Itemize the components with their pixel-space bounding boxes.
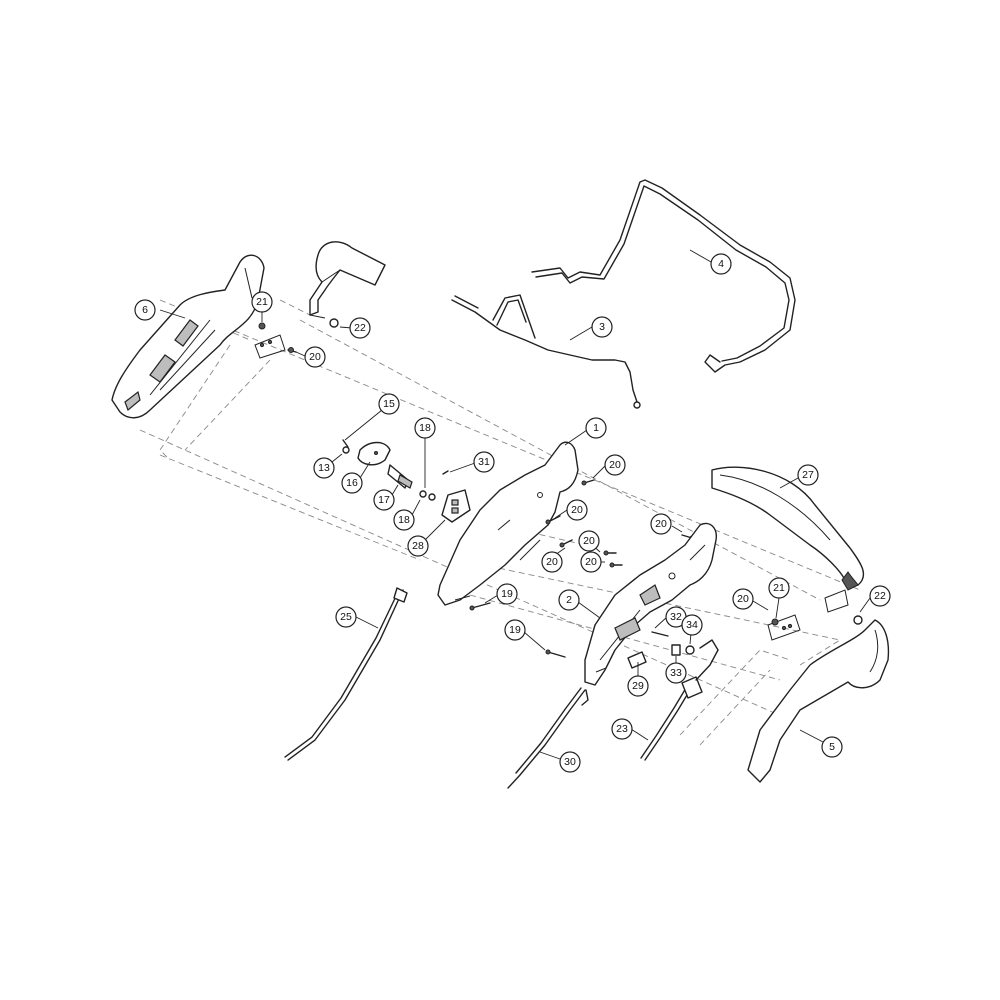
callouts: 6 21 22 20 4 3 15 13 16 17 18 18 31 28 1… <box>134 253 891 773</box>
svg-text:18: 18 <box>398 514 410 526</box>
control-rod-part-3 <box>451 294 641 409</box>
callout-33: 33 <box>665 662 687 684</box>
callout-19: 19 <box>496 583 518 605</box>
callout-28: 28 <box>407 535 429 557</box>
callout-21: 21 <box>768 577 790 599</box>
callout-29: 29 <box>627 675 649 697</box>
svg-text:3: 3 <box>599 321 605 333</box>
svg-text:28: 28 <box>412 540 424 552</box>
callout-16: 16 <box>341 472 363 494</box>
svg-text:17: 17 <box>378 494 390 506</box>
svg-text:15: 15 <box>383 398 395 410</box>
callout-17: 17 <box>373 489 395 511</box>
callout-18: 18 <box>393 509 415 531</box>
pivot-plate-part-1 <box>437 441 579 606</box>
svg-text:20: 20 <box>737 593 749 605</box>
grip-tube-part-27 <box>711 466 865 591</box>
svg-text:20: 20 <box>583 535 595 547</box>
svg-text:20: 20 <box>309 351 321 363</box>
washer-18b <box>428 493 436 501</box>
svg-text:31: 31 <box>478 456 490 468</box>
svg-text:21: 21 <box>256 296 268 308</box>
svg-text:34: 34 <box>686 619 698 631</box>
callout-20: 20 <box>578 530 600 552</box>
svg-text:22: 22 <box>874 590 886 602</box>
right-bracket <box>767 589 863 641</box>
callout-20: 20 <box>604 454 626 476</box>
nut-33 <box>671 644 681 656</box>
leader-lines <box>159 249 871 760</box>
right-handle-cover-part-5 <box>747 619 890 783</box>
block-28 <box>441 489 471 523</box>
callout-1: 1 <box>585 417 607 439</box>
callout-22: 22 <box>869 585 891 607</box>
svg-text:13: 13 <box>318 462 330 474</box>
callout-4: 4 <box>710 253 732 275</box>
callout-20: 20 <box>650 513 672 535</box>
cable-25 <box>287 589 404 761</box>
svg-text:20: 20 <box>585 556 597 568</box>
svg-text:30: 30 <box>564 756 576 768</box>
cable-30 <box>507 689 586 789</box>
left-handle-cover-part-6 <box>111 254 265 419</box>
callout-30: 30 <box>559 751 581 773</box>
svg-text:32: 32 <box>670 611 682 623</box>
svg-text:5: 5 <box>829 741 835 753</box>
left-bracket <box>254 322 297 359</box>
callout-34: 34 <box>681 614 703 636</box>
svg-text:4: 4 <box>718 258 724 270</box>
callout-25: 25 <box>335 606 357 628</box>
callout-31: 31 <box>473 451 495 473</box>
left-handle-grip <box>309 241 386 328</box>
svg-text:19: 19 <box>509 624 521 636</box>
svg-text:20: 20 <box>571 504 583 516</box>
callout-5: 5 <box>821 736 843 758</box>
callout-20: 20 <box>580 551 602 573</box>
adjuster-assembly <box>342 439 471 523</box>
callout-20: 20 <box>541 551 563 573</box>
washer-13 <box>342 446 350 454</box>
svg-text:29: 29 <box>632 680 644 692</box>
callout-23: 23 <box>611 718 633 740</box>
svg-text:25: 25 <box>340 611 352 623</box>
svg-text:20: 20 <box>546 556 558 568</box>
svg-text:22: 22 <box>354 322 366 334</box>
svg-text:19: 19 <box>501 588 513 600</box>
callout-13: 13 <box>313 457 335 479</box>
svg-text:33: 33 <box>670 667 682 679</box>
callout-20: 20 <box>732 588 754 610</box>
svg-text:20: 20 <box>655 518 667 530</box>
svg-text:16: 16 <box>346 477 358 489</box>
small-fittings <box>627 631 719 669</box>
callout-2: 2 <box>558 589 580 611</box>
svg-text:1: 1 <box>593 422 599 434</box>
callout-22: 22 <box>349 317 371 339</box>
callout-15: 15 <box>378 393 400 415</box>
callout-27: 27 <box>797 464 819 486</box>
svg-text:21: 21 <box>773 582 785 594</box>
bail-bar-part-4 <box>531 179 796 373</box>
callout-20: 20 <box>566 499 588 521</box>
callout-20: 20 <box>304 346 326 368</box>
svg-text:23: 23 <box>616 723 628 735</box>
callout-21: 21 <box>251 291 273 313</box>
clip-29 <box>627 651 647 669</box>
lever-housing-part-2 <box>584 522 717 686</box>
nut-34 <box>685 645 695 655</box>
svg-text:27: 27 <box>802 469 814 481</box>
callout-18: 18 <box>414 417 436 439</box>
callout-6: 6 <box>134 299 156 321</box>
svg-text:6: 6 <box>142 304 148 316</box>
svg-text:20: 20 <box>609 459 621 471</box>
callout-3: 3 <box>591 316 613 338</box>
cable-23 <box>644 689 691 761</box>
bolts <box>469 479 695 658</box>
knob-16 <box>357 441 391 466</box>
cables <box>284 587 719 789</box>
washer-18a <box>419 490 427 498</box>
svg-text:18: 18 <box>419 422 431 434</box>
svg-text:2: 2 <box>566 594 572 606</box>
callout-19: 19 <box>504 619 526 641</box>
